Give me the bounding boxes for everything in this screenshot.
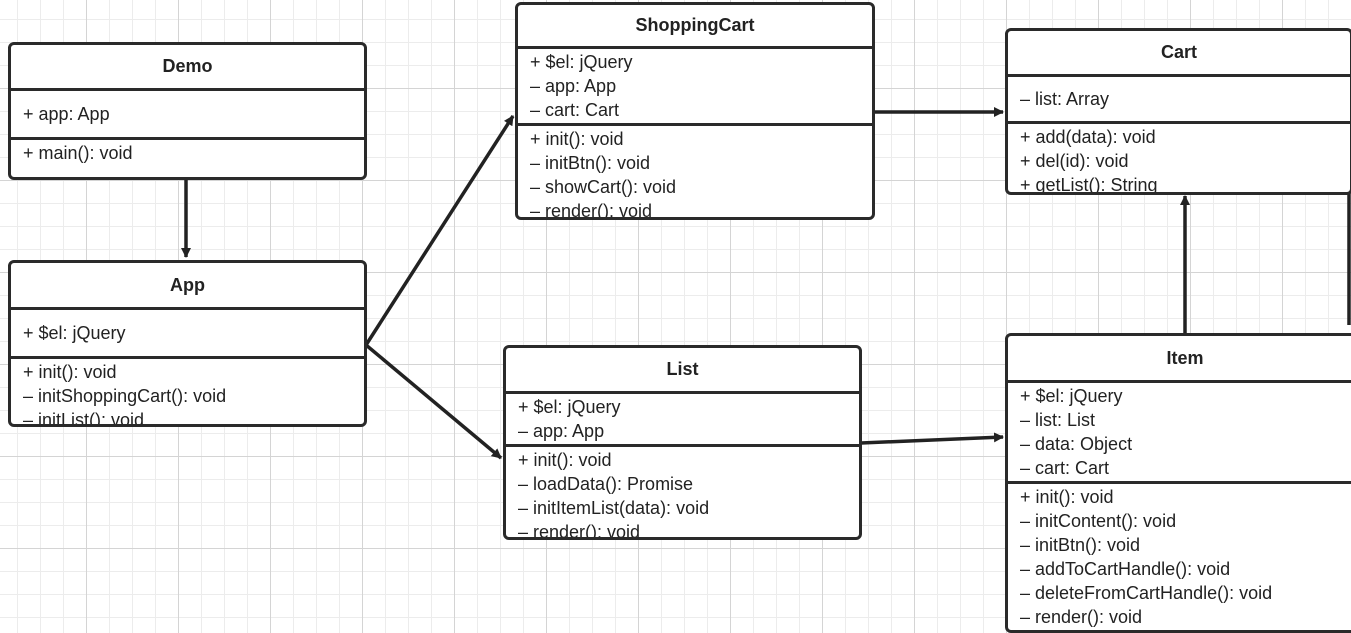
method-row: – initBtn(): void [530,153,651,173]
class-methods: + init(): void – initBtn(): void – showCar… [518,126,872,220]
class-methods: + init(): void – loadData(): Promise – ini… [506,447,859,540]
class-shoppingcart[interactable]: ShoppingCart + $el: jQuery – app: App – car… [515,2,875,220]
class-attributes: – list: Array [1008,77,1350,124]
class-name: ShoppingCart [518,5,872,49]
method-row: + del(id): void [1020,151,1129,171]
attribute-row: – list: List [1020,410,1096,430]
method-row: – initBtn(): void [1020,535,1141,555]
method-row: – render(): void [1020,607,1143,627]
class-app[interactable]: App + $el: jQuery + init(): void – initShop… [8,260,367,427]
method-row: – render(): void [518,522,641,540]
method-row: + getList(): String [1020,175,1158,195]
attribute-row: – cart: Cart [1020,458,1110,478]
class-cart[interactable]: Cart – list: Array + add(data): void + del(… [1005,28,1351,195]
method-row: – initList(): void [23,410,145,427]
attribute-row: – list: Array [1020,89,1110,109]
method-row: + init(): void [1020,487,1114,507]
class-methods: + init(): void – initContent(): void – ini… [1008,484,1351,629]
method-row: – render(): void [530,201,653,220]
attribute-row: + $el: jQuery [23,323,126,343]
method-row: – deleteFromCartHandle(): void [1020,583,1273,603]
class-attributes: + $el: jQuery – app: App – cart: Cart [518,49,872,126]
attribute-row: – app: App [530,76,617,96]
arrow-app-to-list [364,343,503,460]
class-methods: + main(): void [11,140,364,165]
class-name: Cart [1008,31,1350,77]
method-row: – loadData(): Promise [518,474,694,494]
class-name: List [506,348,859,394]
attribute-row: – cart: Cart [530,100,620,120]
class-demo[interactable]: Demo + app: App + main(): void [8,42,367,180]
attribute-row: + $el: jQuery [530,52,633,72]
class-attributes: + app: App [11,91,364,140]
method-row: + init(): void [530,129,624,149]
method-row: + init(): void [518,450,612,470]
class-name: App [11,263,364,310]
class-item[interactable]: Item + $el: jQuery – list: List – data: Obj… [1005,333,1351,633]
class-list[interactable]: List + $el: jQuery – app: App + init(): voi… [503,345,862,540]
method-row: + init(): void [23,362,117,382]
method-row: – initItemList(data): void [518,498,710,518]
attribute-row: – data: Object [1020,434,1133,454]
class-attributes: + $el: jQuery [11,310,364,359]
class-name: Demo [11,45,364,91]
method-row: + add(data): void [1020,127,1156,147]
class-attributes: + $el: jQuery – list: List – data: Object –… [1008,383,1351,484]
arrow-app-to-shoppingcart [364,115,515,346]
class-name: Item [1008,336,1351,383]
class-attributes: + $el: jQuery – app: App [506,394,859,447]
class-methods: + add(data): void + del(id): void + getLis… [1008,124,1350,195]
method-row: + main(): void [23,143,133,163]
method-row: – initContent(): void [1020,511,1177,531]
class-methods: + init(): void – initShoppingCart(): void… [11,359,364,427]
method-row: – initShoppingCart(): void [23,386,227,406]
arrow-list-to-item [860,432,1004,445]
attribute-row: + $el: jQuery [518,397,621,417]
attribute-row: + app: App [23,104,110,124]
attribute-row: + $el: jQuery [1020,386,1123,406]
method-row: – addToCartHandle(): void [1020,559,1231,579]
attribute-row: – app: App [518,421,605,441]
method-row: – showCart(): void [530,177,677,197]
